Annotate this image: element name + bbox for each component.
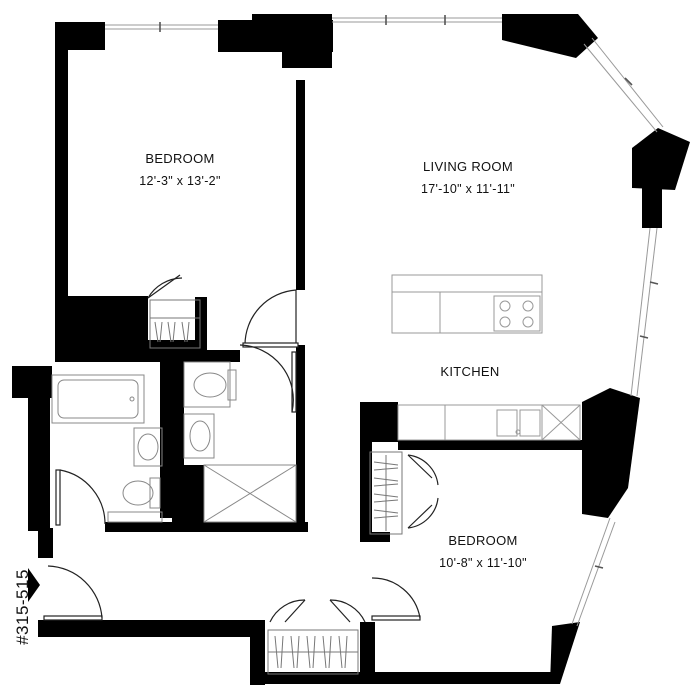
window-mullions	[159, 15, 659, 569]
bedroom-1-name: BEDROOM	[145, 151, 215, 166]
doors	[43, 274, 439, 623]
windows	[105, 17, 664, 627]
kitchen-label: KITCHEN	[425, 361, 515, 383]
living-room-label: LIVING ROOM 17'-10" x 11'-11"	[398, 156, 538, 200]
bathroom-fixtures	[51, 361, 297, 523]
kitchen-name: KITCHEN	[440, 364, 500, 379]
kitchen-fixtures	[391, 274, 581, 441]
bedroom-1-label: BEDROOM 12'-3" x 13'-2"	[115, 148, 245, 192]
bedroom-1-dimensions: 12'-3" x 13'-2"	[139, 174, 221, 188]
closets	[149, 299, 403, 675]
bedroom-2-label: BEDROOM 10'-8" x 11'-10"	[418, 530, 548, 574]
bedroom-2-name: BEDROOM	[448, 533, 518, 548]
living-room-dimensions: 17'-10" x 11'-11"	[420, 182, 516, 196]
bedroom-2-dimensions: 10'-8" x 11'-10"	[439, 556, 527, 570]
walls	[12, 14, 690, 685]
unit-number-label: #315-515	[13, 569, 32, 645]
living-room-name: LIVING ROOM	[423, 159, 513, 174]
